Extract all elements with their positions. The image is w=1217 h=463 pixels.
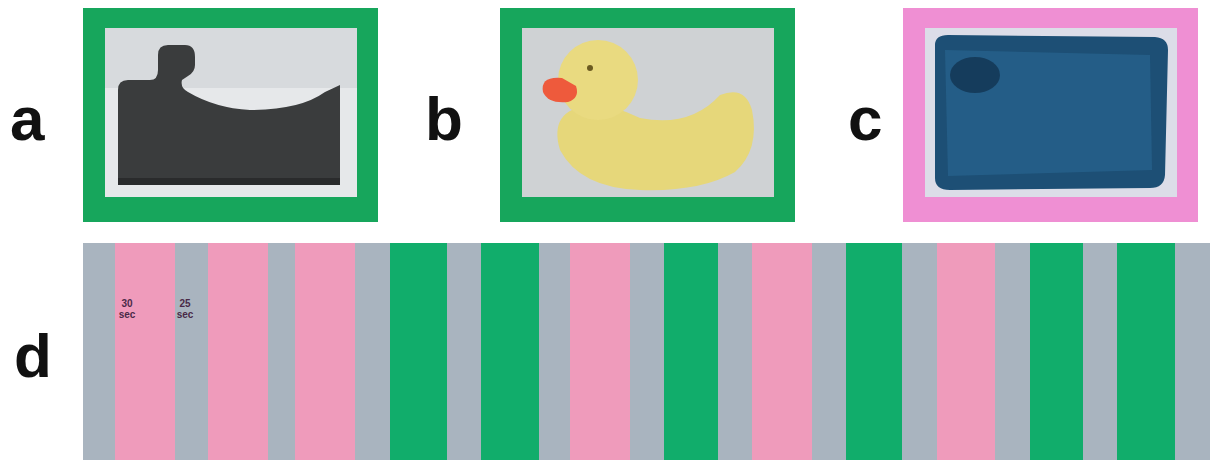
photo-ground xyxy=(105,28,357,197)
foam-object xyxy=(118,45,340,185)
foam-shadow xyxy=(118,178,340,185)
photo-ground xyxy=(105,28,357,88)
duck-head xyxy=(558,40,638,120)
sponge-texture xyxy=(945,50,1152,176)
photo-ground xyxy=(522,28,774,197)
photo-ground xyxy=(925,28,1177,197)
duck-eye xyxy=(587,65,593,71)
sponge xyxy=(935,35,1168,190)
timeline-ground xyxy=(83,243,1210,460)
duck-beak xyxy=(543,78,577,103)
pink-stripes xyxy=(115,243,995,460)
pink-frame xyxy=(903,8,1198,222)
green-stripes xyxy=(390,243,1175,460)
green-frame xyxy=(83,8,378,222)
duration-label: 30 sec xyxy=(116,298,138,320)
sponge-shade xyxy=(950,57,1000,93)
panel-letter: a xyxy=(10,88,44,150)
panel-letter: b xyxy=(425,88,463,150)
duration-label: 25 sec xyxy=(174,298,196,320)
panel-letter: d xyxy=(14,325,52,387)
green-frame xyxy=(500,8,795,222)
panel-letter: c xyxy=(848,88,882,150)
